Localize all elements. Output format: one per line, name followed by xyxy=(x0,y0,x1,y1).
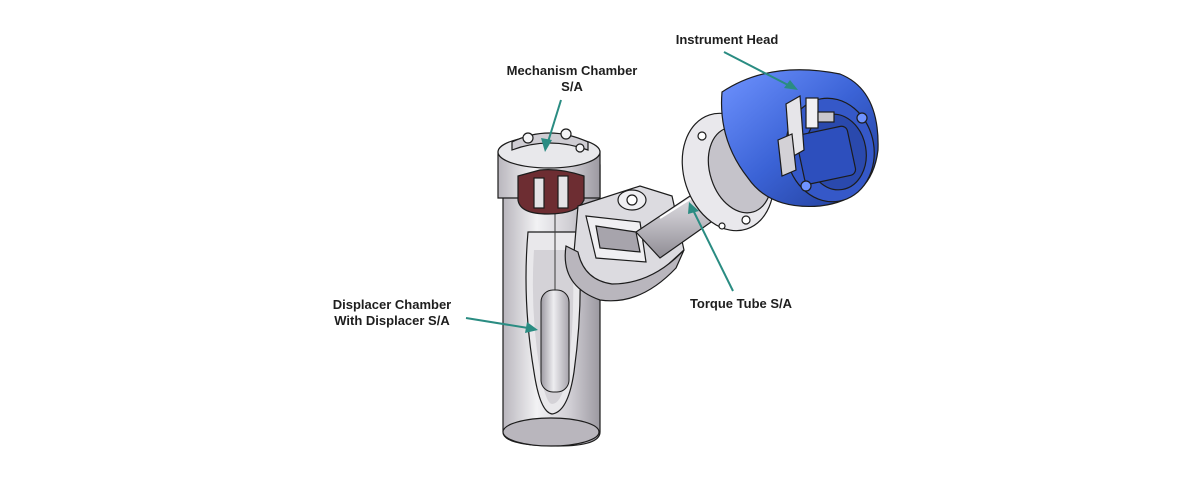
label-torque-tube-text: Torque Tube S/A xyxy=(689,296,793,311)
leader-instrument-head xyxy=(723,51,798,90)
leader-displacer-chamber xyxy=(465,317,538,333)
leader-mechanism-chamber xyxy=(541,99,562,152)
label-instrument-head: Instrument Head xyxy=(662,32,792,48)
label-mechanism-chamber-line2: S/A xyxy=(561,79,583,94)
label-instrument-head-text: Instrument Head xyxy=(675,32,779,47)
label-displacer-chamber: Displacer Chamber With Displacer S/A xyxy=(318,297,466,329)
label-displacer-chamber-line1: Displacer Chamber xyxy=(332,297,452,312)
instrument-head xyxy=(720,69,879,208)
label-torque-tube: Torque Tube S/A xyxy=(676,296,806,312)
label-mechanism-chamber: Mechanism Chamber S/A xyxy=(492,63,652,95)
label-displacer-chamber-line2: With Displacer S/A xyxy=(334,313,450,328)
torque-tube-housing xyxy=(564,185,685,302)
leader-torque-tube xyxy=(688,202,734,292)
mechanism-chamber xyxy=(497,128,601,215)
leader-lines xyxy=(465,51,798,333)
label-mechanism-chamber-line1: Mechanism Chamber xyxy=(506,63,638,78)
